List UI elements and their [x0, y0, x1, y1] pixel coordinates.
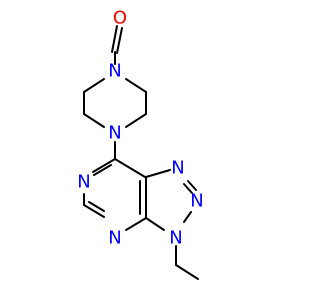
- bond-piperazine-c4-n1: [125, 78, 147, 93]
- molecule-diagram: O N N N N N N N: [77, 7, 204, 280]
- nitrogen-triazole-2-label: N: [190, 191, 203, 212]
- bond-carbonyl-a: [111, 25, 118, 53]
- bond-n1-n2-b: [187, 180, 197, 191]
- oxygen-label: O: [113, 8, 127, 29]
- bond-c7-n-left-a: [92, 158, 116, 173]
- bond-layer: [83, 25, 199, 280]
- bond-n2-n3: [183, 211, 192, 223]
- bond-n-bottom-c3a: [125, 217, 147, 231]
- bond-n1-n2-a: [183, 183, 193, 194]
- nitrogen-pyrimidine-bottom-label: N: [108, 228, 121, 249]
- bond-n3-c3a: [145, 217, 165, 231]
- atom-label-layer: O N N N N N N N: [77, 8, 203, 249]
- bond-piperazine-c2-n4: [83, 113, 105, 128]
- bond-carbonyl-b: [116, 27, 123, 54]
- nitrogen-triazole-1-label: N: [171, 158, 184, 179]
- bond-piperazine-n4-c3: [125, 113, 147, 128]
- nitrogen-piperazine-top-label: N: [108, 61, 121, 82]
- bond-c5-n-bottom-b: [88, 201, 105, 212]
- nitrogen-piperazine-bottom-label: N: [108, 123, 121, 144]
- nitrogen-triazole-3-label: N: [169, 228, 182, 249]
- bond-ethyl-ch3: [175, 264, 199, 280]
- nitrogen-pyrimidine-left-label: N: [77, 172, 90, 193]
- bond-c7a-n1: [145, 169, 171, 178]
- bond-c7-c7a: [114, 158, 146, 178]
- bond-piperazine-n1-c1: [83, 78, 105, 93]
- bond-c5-n-bottom-a: [83, 204, 105, 218]
- bond-c7-n-left-b: [93, 164, 112, 176]
